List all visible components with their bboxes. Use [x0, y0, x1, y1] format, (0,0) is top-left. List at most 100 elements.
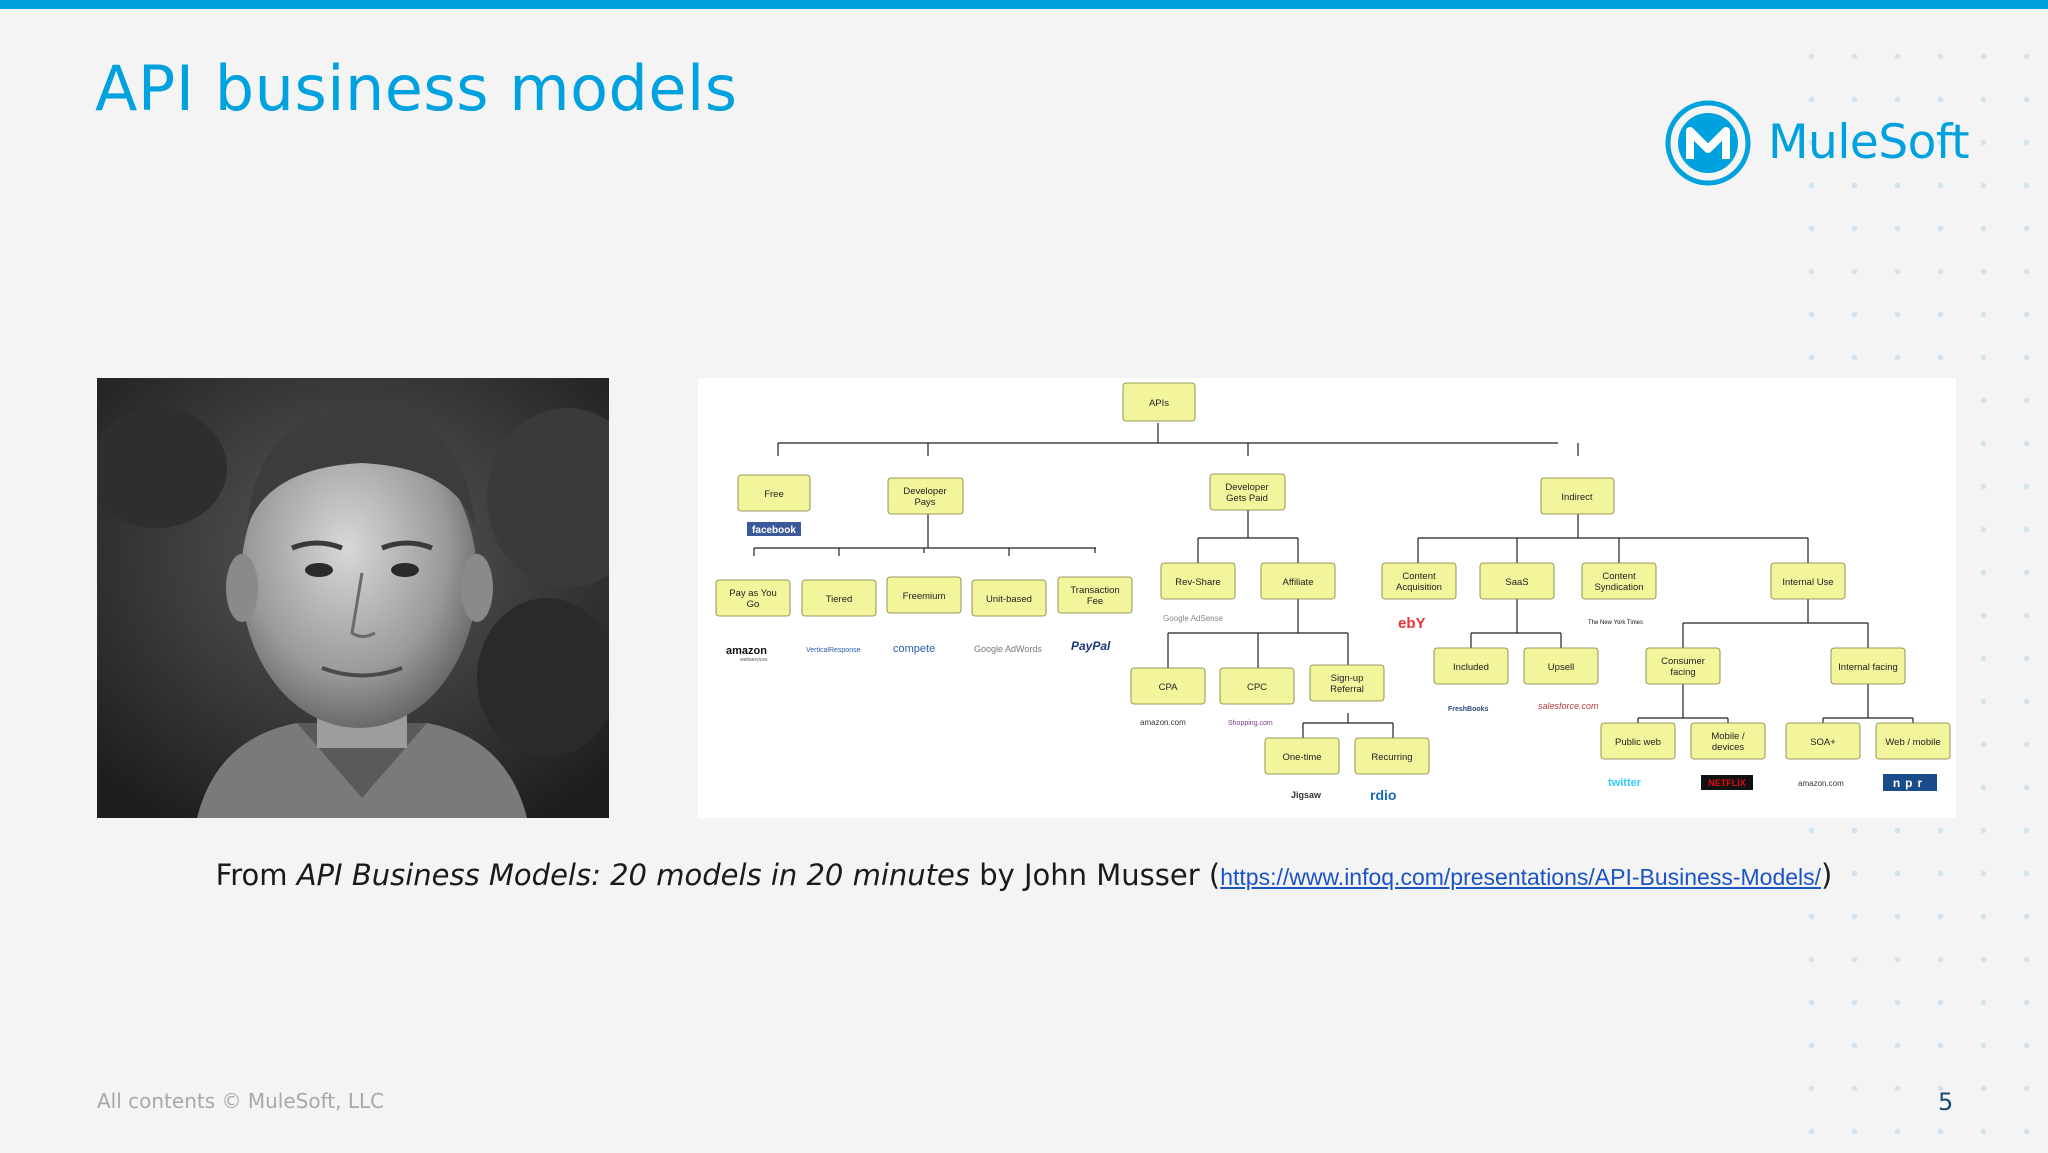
logo-wordmark: MuleSoft	[1768, 115, 1970, 170]
svg-text:Indirect: Indirect	[1561, 492, 1593, 503]
jigsaw-label: Jigsaw	[1291, 790, 1322, 800]
amazon-ws-sub: webservices	[740, 657, 768, 663]
brand-logos: facebook amazon webservices VerticalResp…	[726, 522, 1937, 803]
svg-text:Public web: Public web	[1615, 737, 1661, 748]
svg-text:Recurring: Recurring	[1371, 752, 1412, 763]
svg-text:CPC: CPC	[1247, 682, 1267, 693]
svg-text:Internal Use: Internal Use	[1782, 577, 1833, 588]
slide-title: API business models	[95, 52, 738, 125]
svg-text:Pays: Pays	[914, 497, 935, 508]
svg-text:Web / mobile: Web / mobile	[1885, 737, 1940, 748]
node-upsell: Upsell	[1523, 647, 1599, 685]
facebook-label: facebook	[752, 525, 796, 536]
netflix-label: NETFLIX	[1708, 778, 1746, 788]
node-public-web: Public web	[1600, 722, 1676, 760]
svg-text:Freemium: Freemium	[903, 591, 946, 602]
svg-text:Transaction: Transaction	[1070, 585, 1119, 596]
svg-text:Free: Free	[764, 489, 784, 500]
node-unit-based: Unit-based	[971, 579, 1047, 617]
svg-text:Included: Included	[1453, 662, 1489, 673]
verticalresponse-label: VerticalResponse	[806, 647, 861, 654]
node-indirect: Indirect	[1540, 477, 1615, 515]
copyright-footer: All contents © MuleSoft, LLC	[97, 1089, 385, 1113]
mulesoft-icon	[1665, 100, 1751, 186]
node-apis: APIs	[1122, 382, 1196, 422]
svg-text:APIs: APIs	[1149, 398, 1169, 409]
svg-text:Content: Content	[1402, 571, 1436, 582]
svg-text:Go: Go	[747, 599, 760, 610]
npr-logo	[1883, 774, 1937, 791]
svg-text:Syndication: Syndication	[1594, 582, 1643, 593]
top-accent-bar	[0, 0, 2048, 9]
node-internal-facing: Internal facing	[1830, 647, 1906, 685]
source-caption: From API Business Models: 20 models in 2…	[0, 858, 2048, 892]
svg-text:Developer: Developer	[903, 486, 946, 497]
svg-text:devices: devices	[1712, 742, 1744, 753]
mulesoft-logo: MuleSoft	[1664, 99, 1970, 189]
caption-suffix: )	[1821, 858, 1833, 892]
svg-text:Upsell: Upsell	[1548, 662, 1574, 673]
svg-text:SaaS: SaaS	[1505, 577, 1528, 588]
node-soa: SOA+	[1785, 722, 1861, 760]
amazon-com-label: amazon.com	[1140, 718, 1186, 727]
page-number: 5	[1938, 1088, 1954, 1116]
caption-author: by John Musser (	[970, 858, 1221, 892]
amazon-ws-label: amazon	[726, 645, 767, 657]
svg-text:Developer: Developer	[1225, 482, 1268, 493]
twitter-label: twitter	[1608, 777, 1642, 789]
node-one-time: One-time	[1264, 737, 1340, 775]
svg-text:Mobile /: Mobile /	[1711, 731, 1745, 742]
svg-text:Acquisition: Acquisition	[1396, 582, 1442, 593]
svg-text:One-time: One-time	[1282, 752, 1321, 763]
node-tiered: Tiered	[801, 579, 877, 617]
ebay-label: ebY	[1398, 615, 1426, 632]
npr-label: npr	[1893, 776, 1927, 790]
svg-text:SOA+: SOA+	[1810, 737, 1836, 748]
node-included: Included	[1433, 647, 1509, 685]
svg-text:Affiliate: Affiliate	[1283, 577, 1314, 588]
caption-source-link[interactable]: https://www.infoq.com/presentations/API-…	[1220, 864, 1822, 890]
shopping-label: Shopping.com	[1228, 720, 1273, 727]
freshbooks-label: FreshBooks	[1448, 706, 1489, 713]
paypal-label: PayPal	[1071, 639, 1111, 653]
node-saas: SaaS	[1479, 562, 1555, 600]
compete-label: compete	[893, 643, 935, 655]
svg-text:Fee: Fee	[1087, 596, 1103, 607]
salesforce-label: salesforce.com	[1538, 701, 1599, 711]
node-affiliate: Affiliate	[1260, 562, 1336, 600]
svg-text:Content: Content	[1602, 571, 1636, 582]
caption-talk-title: API Business Models: 20 models in 20 min…	[296, 858, 970, 892]
nyt-label: The New York Times	[1588, 620, 1643, 626]
node-web-mobile: Web / mobile	[1875, 722, 1951, 760]
svg-text:facing: facing	[1670, 667, 1695, 678]
facebook-logo	[747, 522, 801, 536]
svg-text:Unit-based: Unit-based	[986, 594, 1032, 605]
speaker-photo	[97, 378, 609, 818]
amazon-com2-label: amazon.com	[1798, 779, 1844, 788]
node-internal-use: Internal Use	[1770, 562, 1846, 600]
rdio-label: rdio	[1370, 787, 1396, 803]
adwords-label: Google AdWords	[974, 644, 1042, 654]
node-free: Free	[737, 474, 811, 512]
diagram-connectors	[753, 423, 1914, 738]
svg-text:Gets Paid: Gets Paid	[1226, 493, 1268, 504]
svg-text:Tiered: Tiered	[826, 594, 853, 605]
caption-prefix: From	[215, 858, 297, 892]
node-cpc: CPC	[1219, 667, 1295, 705]
svg-text:Pay as You: Pay as You	[729, 588, 777, 599]
node-cpa: CPA	[1130, 667, 1206, 705]
node-rev-share: Rev-Share	[1160, 562, 1236, 600]
adsense-label: Google AdSense	[1163, 614, 1224, 623]
svg-text:CPA: CPA	[1159, 682, 1178, 693]
node-recurring: Recurring	[1354, 737, 1430, 775]
svg-text:Consumer: Consumer	[1661, 656, 1705, 667]
svg-text:Referral: Referral	[1330, 684, 1364, 695]
